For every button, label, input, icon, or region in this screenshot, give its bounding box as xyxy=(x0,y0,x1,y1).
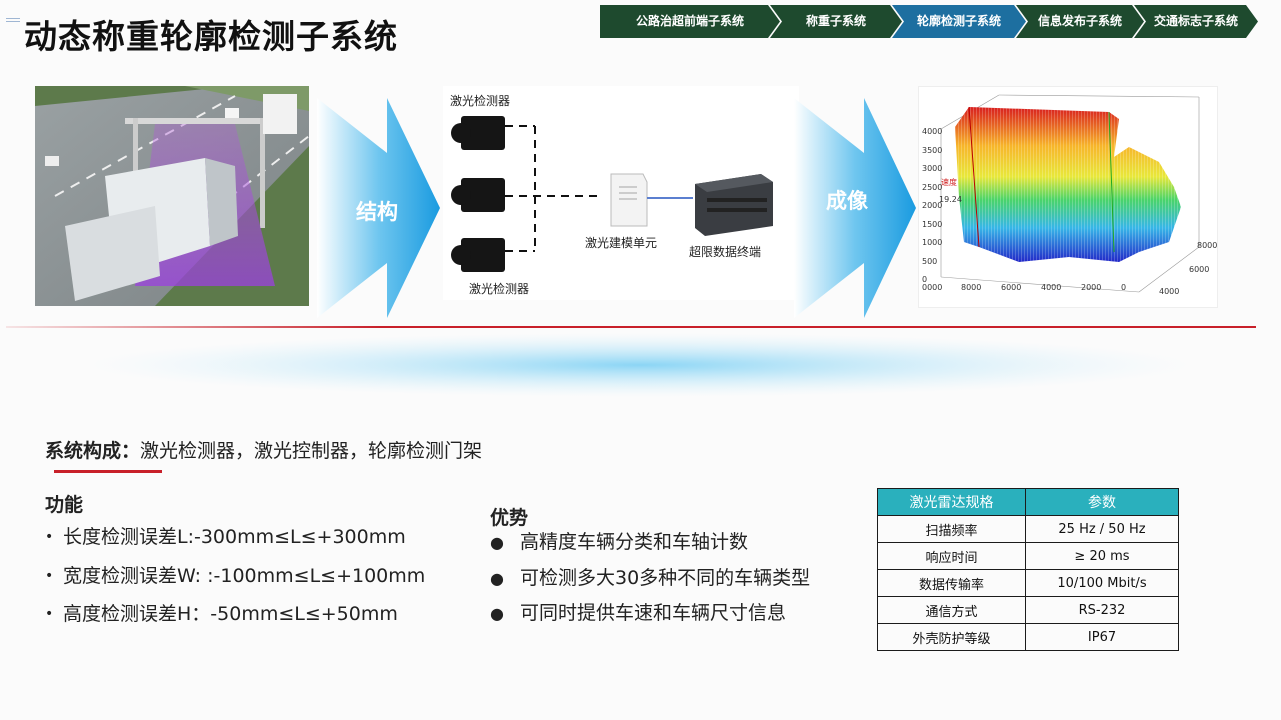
plot-tick-label: 4000 xyxy=(1041,283,1062,292)
plot-tick-label: 6000 xyxy=(1001,283,1022,292)
table-header-cell: 激光雷达规格 xyxy=(877,488,1026,516)
structure-label: 结构 xyxy=(356,200,398,224)
laser-detector-bottom-label: 激光检测器 xyxy=(469,282,530,296)
table-cell: ≥ 20 ms xyxy=(1025,542,1179,570)
table-cell: 通信方式 xyxy=(877,596,1026,624)
system-composition: 系统构成：激光检测器，激光控制器，轮廓检测门架 xyxy=(45,436,482,463)
list-item: •宽度检测误差W: :-100mm≤L≤+100mm xyxy=(45,564,426,587)
tab-contour-subsystem[interactable]: 轮廓检测子系统 xyxy=(892,5,1026,38)
structure-arrow-icon xyxy=(317,98,440,318)
table-cell: 扫描频率 xyxy=(877,515,1026,543)
imaging-arrow-icon xyxy=(794,98,916,318)
tab-frontend-subsystem[interactable]: 公路治超前端子系统 xyxy=(600,5,780,38)
highway-gantry-photo xyxy=(35,86,309,306)
plot-tick-label: 19.24 xyxy=(939,195,962,204)
table-cell: IP67 xyxy=(1025,623,1179,651)
laser-detector-top-label: 激光检测器 xyxy=(450,94,511,108)
plot-tick-label: 8000 xyxy=(1197,241,1218,250)
function-heading: 功能 xyxy=(45,494,84,516)
composition-label: 系统构成： xyxy=(45,440,141,462)
table-cell: 外壳防护等级 xyxy=(877,623,1026,651)
plot-tick-label: 0 xyxy=(922,275,928,284)
plot-tick-label: 2500 xyxy=(922,182,943,192)
plot-tick-label: 2000 xyxy=(1081,283,1102,292)
system-structure-diagram: 激光检测器 激光检测器 激光建模单元 超限数据终端 xyxy=(443,86,799,300)
table-cell: 10/100 Mbit/s xyxy=(1025,569,1179,597)
advantages-heading: 优势 xyxy=(490,507,529,529)
table-cell: 数据传输率 xyxy=(877,569,1026,597)
plot-tick-label: 3500 xyxy=(922,145,943,155)
list-item: ●可检测多大30多种不同的车辆类型 xyxy=(490,566,811,589)
laser-modeling-unit-label: 激光建模单元 xyxy=(585,236,658,250)
plot-tick-label: 1000 xyxy=(922,238,943,247)
table-row: 响应时间≥ 20 ms xyxy=(877,542,1179,570)
plot-tick-label: 0000 xyxy=(922,283,943,292)
list-item: ●高精度车辆分类和车轴计数 xyxy=(490,531,749,553)
list-item: •高度检测误差H：-50mm≤L≤+50mm xyxy=(45,603,398,625)
tab-traffic-sign-subsystem[interactable]: 交通标志子系统 xyxy=(1134,5,1258,38)
plot-tick-label: 500 xyxy=(922,256,938,266)
advantages-list: ●高精度车辆分类和车轴计数 ●可检测多大30多种不同的车辆类型 ●可同时提供车速… xyxy=(490,527,810,634)
plot-tick-label: 2000 xyxy=(922,201,943,210)
function-list: •长度检测误差L:-300mm≤L≤+300mm •宽度检测误差W: :-100… xyxy=(45,522,425,638)
tab-weighing-subsystem[interactable]: 称重子系统 xyxy=(770,5,902,38)
corner-menu-icon xyxy=(6,18,20,26)
subsystem-nav: 公路治超前端子系统 称重子系统 轮廓检测子系统 信息发布子系统 交通标志子系统 xyxy=(600,5,1248,38)
imaging-label: 成像 xyxy=(826,189,868,213)
table-cell: RS-232 xyxy=(1025,596,1179,624)
list-item: ●可同时提供车速和车辆尺寸信息 xyxy=(490,602,787,624)
plot-tick-label: 3000 xyxy=(922,164,943,173)
tab-info-release-subsystem[interactable]: 信息发布子系统 xyxy=(1016,5,1144,38)
section-divider xyxy=(6,326,1256,328)
composition-underline xyxy=(54,470,162,473)
data-terminal-label: 超限数据终端 xyxy=(689,245,762,259)
table-header-row: 激光雷达规格 参数 xyxy=(877,488,1179,516)
table-cell: 响应时间 xyxy=(877,542,1026,570)
table-cell: 25 Hz / 50 Hz xyxy=(1025,515,1179,543)
plot-tick-label: 6000 xyxy=(1189,265,1210,274)
plot-tick-label: 8000 xyxy=(961,283,982,292)
table-header-cell: 参数 xyxy=(1025,488,1179,516)
page-title: 动态称重轮廓检测子系统 xyxy=(24,17,398,56)
list-item: •长度检测误差L:-300mm≤L≤+300mm xyxy=(45,526,406,548)
composition-value: 激光检测器，激光控制器，轮廓检测门架 xyxy=(140,440,483,462)
plot-tick-label: 4000 xyxy=(1159,287,1180,296)
plot-tick-label: 1500 xyxy=(922,219,943,229)
plot-tick-label: 0 xyxy=(1121,283,1127,292)
plot-tick-label: 4000 xyxy=(922,127,943,136)
decorative-glow xyxy=(90,333,1190,397)
plot-tick-label: 速度 xyxy=(941,178,957,187)
